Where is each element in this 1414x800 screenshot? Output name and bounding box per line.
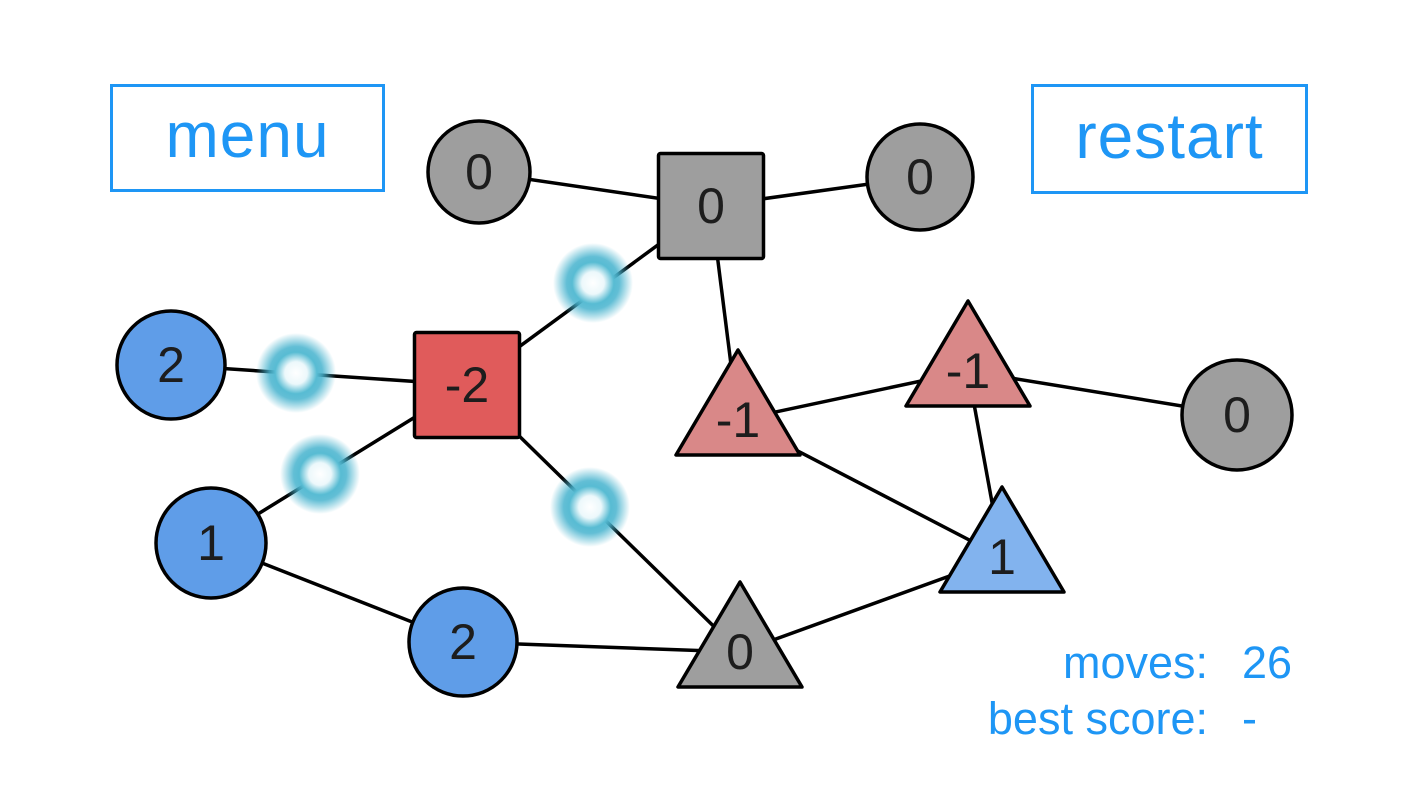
node-value-label: 0 — [726, 624, 754, 680]
node-value-label: 1 — [988, 529, 1016, 585]
edge-glow-effect — [553, 243, 633, 323]
node-value-label: -1 — [946, 343, 990, 399]
best-score-label: best score: — [987, 693, 1208, 744]
node-value-label: 2 — [449, 614, 477, 670]
restart-button[interactable]: restart — [1031, 84, 1308, 194]
node-value-label: 0 — [1223, 387, 1251, 443]
graph-node-circle[interactable] — [426, 119, 532, 225]
graph-node-square[interactable] — [412, 330, 522, 440]
edge-glow-effect — [256, 333, 336, 413]
graph-node-triangle[interactable] — [674, 348, 802, 457]
menu-button[interactable]: menu — [110, 84, 385, 192]
edge-glow-effect — [280, 434, 360, 514]
node-value-label: 2 — [157, 337, 185, 393]
moves-value: 26 — [1242, 637, 1293, 688]
edge-glow-effect — [550, 467, 630, 547]
node-value-label: 0 — [906, 149, 934, 205]
graph-node-triangle[interactable] — [904, 299, 1032, 408]
best-score-value: - — [1242, 693, 1257, 744]
graph-node-circle[interactable] — [154, 486, 268, 600]
node-value-label: 1 — [197, 515, 225, 571]
graph-node-circle[interactable] — [407, 586, 519, 698]
graph-node-circle[interactable] — [115, 309, 227, 421]
node-value-label: 0 — [465, 144, 493, 200]
node-value-label: -1 — [716, 392, 760, 448]
node-value-label: 0 — [697, 178, 725, 234]
graph-node-triangle[interactable] — [676, 580, 804, 689]
node-value-label: -2 — [445, 357, 489, 413]
graph-node-triangle[interactable] — [938, 485, 1066, 594]
graph-node-circle[interactable] — [865, 122, 975, 232]
moves-label: moves: — [1062, 637, 1208, 688]
scoreboard: moves: 26 best score: - — [988, 636, 1330, 746]
graph-node-circle[interactable] — [1180, 358, 1294, 472]
graph-node-square[interactable] — [656, 151, 766, 261]
